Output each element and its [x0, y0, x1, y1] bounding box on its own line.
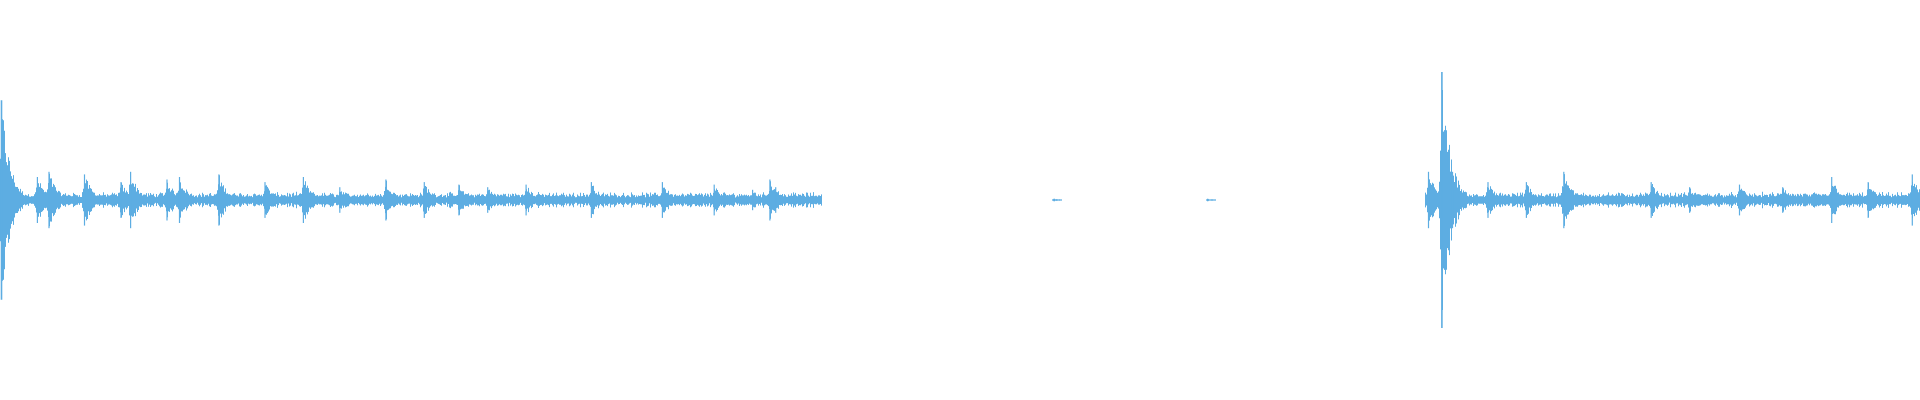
waveform-path: [0, 90, 1920, 310]
waveform-bars: [0, 72, 1920, 328]
